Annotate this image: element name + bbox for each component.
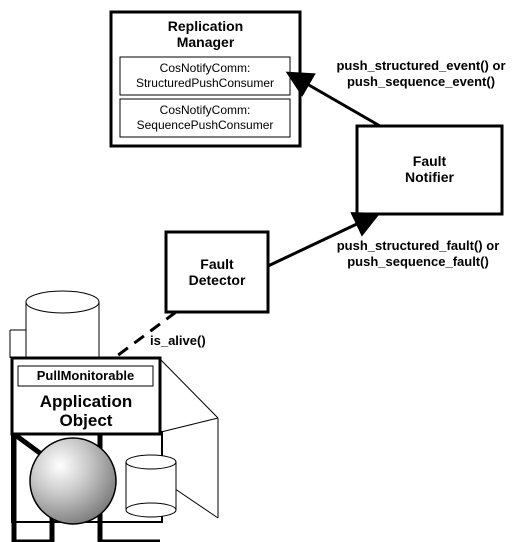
notifier-to-manager-arrow — [285, 71, 381, 128]
structured-consumer-box — [119, 56, 291, 96]
replication-manager-title-line2: Manager — [176, 34, 235, 50]
structured-consumer-line2: StructuredPushConsumer — [135, 76, 275, 90]
fault-notifier-box — [355, 124, 504, 216]
edge-label-is-alive: is_alive() — [150, 333, 206, 348]
edge-label-event-line1: push_structured_event() or — [336, 58, 506, 73]
pullmonitorable-box — [17, 365, 154, 387]
edge-label-event-line2: push_sequence_event() — [346, 74, 496, 89]
structured-consumer-line1: CosNotifyComm: — [159, 61, 251, 75]
pullmonitorable-label: PullMonitorable — [36, 368, 135, 383]
detector-to-notifier-arrow — [267, 212, 381, 268]
application-object-line2: Object — [59, 411, 113, 430]
application-object-line1: Application — [39, 392, 133, 411]
edge-label-fault-line1: push_structured_fault() or — [336, 238, 500, 253]
storage-cylinder-side — [125, 454, 177, 518]
fault-notifier-line1: Fault — [412, 153, 447, 169]
sequence-consumer-line1: CosNotifyComm: — [159, 103, 251, 117]
sphere-object — [29, 437, 117, 525]
sequence-consumer-line2: SequencePushConsumer — [136, 118, 274, 132]
sequence-consumer-box — [119, 98, 291, 138]
fault-detector-line2: Detector — [188, 272, 246, 288]
replication-manager-title-line1: Replication — [167, 18, 244, 34]
fault-detector-line1: Fault — [200, 256, 234, 272]
edge-label-fault-line2: push_sequence_fault() — [347, 254, 489, 269]
fault-notifier-line2: Notifier — [405, 169, 454, 185]
fault-detector-box — [164, 230, 270, 314]
